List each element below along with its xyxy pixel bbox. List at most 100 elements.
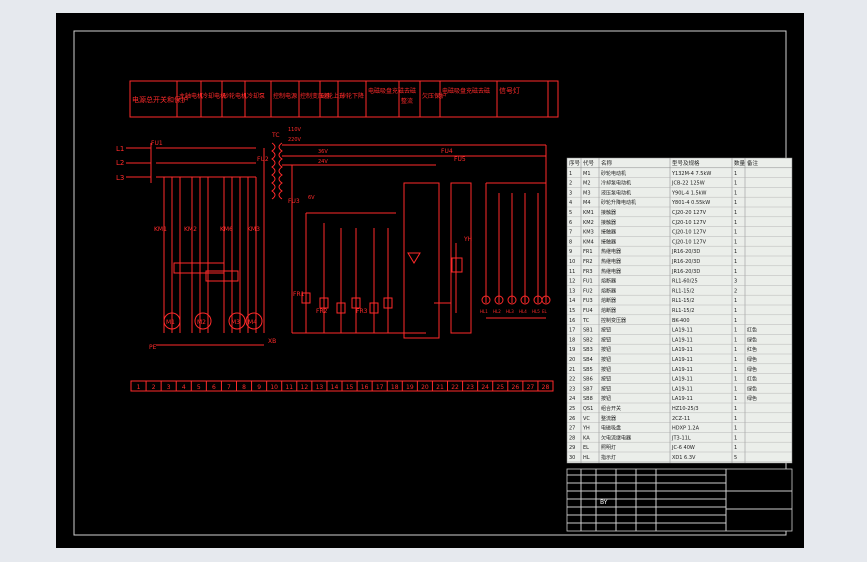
ground-pe-label: PE: [149, 344, 157, 351]
header-cell-6: 控制变压器: [300, 92, 330, 100]
parts-table-cell: SB7: [583, 386, 593, 392]
column-number: 27: [527, 384, 535, 391]
parts-table-cell: RL1-15/2: [672, 308, 694, 314]
parts-table-cell: FU2: [583, 288, 593, 294]
tap-220v: 220V: [288, 137, 302, 143]
parts-table-cell: 30: [569, 455, 575, 461]
parts-table-cell: 29: [569, 445, 575, 451]
parts-table-cell: 接触器: [601, 229, 616, 236]
parts-table-header: 数量: [734, 159, 746, 167]
parts-table-cell: QS1: [583, 406, 593, 412]
lamp-circuit: [481, 145, 551, 319]
parts-table-cell: 1: [734, 181, 737, 187]
parts-table-cell: 1: [734, 220, 737, 226]
header-cell-13: 信号灯: [499, 86, 520, 95]
column-number: 10: [270, 384, 278, 391]
parts-table-cell: 1: [734, 298, 737, 304]
parts-table-cell: FU1: [583, 279, 593, 285]
parts-table-cell: FU3: [583, 298, 593, 304]
parts-table-cell: 砂轮电动机: [601, 170, 626, 177]
column-number: 21: [436, 384, 444, 391]
parts-table-cell: 4: [569, 200, 572, 206]
parts-table-cell: 红色: [747, 376, 757, 383]
parts-table-cell: HL: [583, 455, 590, 461]
column-number: 5: [197, 384, 201, 391]
header-cell-1: 主轴电机: [179, 92, 203, 100]
parts-table-cell: TC: [582, 318, 590, 324]
parts-table-cell: CJ20-10 127V: [672, 230, 707, 236]
lamp-hl3: HL3: [506, 309, 514, 314]
parts-table-cell: 1: [734, 367, 737, 373]
column-number: 24: [481, 384, 489, 391]
parts-table-cell: 2: [569, 181, 572, 187]
parts-table-cell: 接触器: [601, 238, 616, 245]
column-number: 22: [451, 384, 459, 391]
parts-table-cell: 1: [734, 347, 737, 353]
parts-table-cell: 14: [569, 298, 575, 304]
fuse-fu5-label: FU5: [454, 156, 466, 163]
parts-table-cell: 3: [569, 190, 572, 196]
contactor-km2-label: KM2: [184, 226, 197, 233]
parts-table-cell: SB2: [583, 337, 593, 343]
parts-table-header: 代号: [583, 159, 595, 167]
column-number: 8: [242, 384, 246, 391]
parts-table-cell: 按钮: [601, 385, 611, 392]
drawing-frame: 电源总开关和保护 主轴电机 冷却电机 砂轮电机 冷却泵 控制电源 控制变压器 砂…: [56, 13, 804, 548]
parts-table-cell: 红色: [747, 327, 757, 334]
parts-table-cell: RL1-15/2: [672, 298, 694, 304]
parts-table-cell: LA19-11: [672, 377, 693, 383]
column-number: 2: [152, 384, 156, 391]
column-number: 16: [361, 384, 369, 391]
parts-table-cell: LA19-11: [672, 357, 693, 363]
motor-m3: M3: [231, 319, 240, 326]
header-cell-5: 控制电源: [273, 92, 297, 100]
parts-table-cell: LA19-11: [672, 328, 693, 334]
parts-table-cell: SB3: [583, 347, 593, 353]
fuse-fu2-label: FU2: [257, 156, 269, 163]
parts-table-cell: 按钮: [601, 346, 611, 353]
parts-table-cell: 1: [734, 426, 737, 432]
parts-table-cell: 冷却泵电动机: [601, 180, 631, 187]
parts-table-cell: 13: [569, 288, 575, 294]
header-cell-2: 冷却电机: [202, 92, 226, 100]
lamp-hl5: HL5: [532, 309, 540, 314]
parts-table-cell: 1: [734, 190, 737, 196]
parts-table-cell: 1: [734, 416, 737, 422]
parts-table-cell: 砂轮升降电动机: [601, 199, 636, 206]
contactor-km1-label: KM1: [154, 226, 167, 233]
parts-table-cell: 热继电器: [601, 268, 621, 275]
parts-table-cell: 15: [569, 308, 575, 314]
parts-table-cell: LA19-11: [672, 386, 693, 392]
column-number: 15: [346, 384, 354, 391]
parts-table-cell: Y801-4 0.55kW: [671, 200, 710, 206]
schematic-canvas: 电源总开关和保护 主轴电机 冷却电机 砂轮电机 冷却泵 控制电源 控制变压器 砂…: [73, 30, 793, 536]
tap-110v: 110V: [288, 127, 302, 133]
parts-table-cell: 接触器: [601, 219, 616, 226]
parts-table-cell: 绿色: [747, 356, 757, 363]
parts-table-cell: LA19-11: [672, 337, 693, 343]
parts-table-cell: JR16-20/3D: [671, 249, 700, 255]
lamp-hl2: HL2: [493, 309, 501, 314]
parts-table-cell: KA: [583, 435, 590, 441]
parts-table-cell: 绿色: [747, 336, 757, 343]
motor-m1: M1: [166, 319, 175, 326]
parts-table-cell: 绿色: [747, 385, 757, 392]
header-cell-8: 砂轮下降: [340, 92, 364, 100]
lamp-hl1: HL1: [480, 309, 488, 314]
fuse-fu3-label: FU3: [288, 198, 300, 205]
header-cell-7: 砂轮上升: [321, 92, 345, 100]
parts-table-cell: JCB-22 125W: [671, 181, 705, 187]
parts-table-header: 备注: [747, 159, 759, 167]
parts-table-cell: 1: [734, 269, 737, 275]
transformer-coil: [271, 142, 546, 334]
parts-table-cell: SB8: [583, 396, 593, 402]
rectifier-chuck-circuit: [403, 182, 472, 339]
column-number: 28: [542, 384, 550, 391]
parts-table-cell: 1: [734, 386, 737, 392]
parts-table-cell: 绿色: [747, 395, 757, 402]
parts-table-cell: XD1 6.3V: [672, 455, 696, 461]
column-number: 6: [212, 384, 216, 391]
parts-table-cell: 1: [734, 435, 737, 441]
plug-xb-label: XB: [268, 338, 276, 345]
parts-table-cell: LA19-11: [672, 367, 693, 373]
